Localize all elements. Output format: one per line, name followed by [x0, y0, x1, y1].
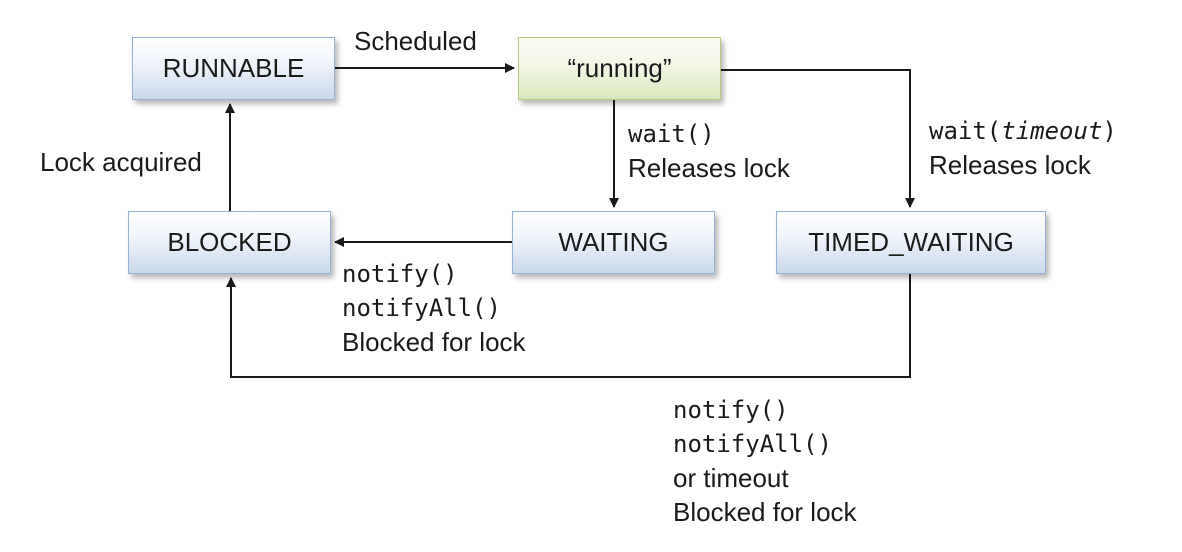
- state-timed-waiting-label: TIMED_WAITING: [808, 227, 1014, 257]
- wait-timeout-prefix: wait(: [929, 117, 1002, 145]
- transition-label-timed-waiting-to-blocked: notify() notifyAll() or timeout Blocked …: [673, 393, 857, 529]
- arrow-running-to-timed-waiting: [721, 69, 915, 208]
- transition-label-wait-timeout: wait(timeout) Releases lock: [929, 114, 1117, 182]
- wait-timeout-arg: timeout: [1001, 117, 1103, 145]
- wait-call-text: wait(): [628, 120, 715, 148]
- state-runnable-label: RUNNABLE: [162, 53, 305, 83]
- transition-label-lock-acquired: Lock acquired: [40, 145, 202, 179]
- state-runnable: RUNNABLE: [132, 37, 335, 100]
- transition-label-scheduled: Scheduled: [354, 24, 477, 58]
- arrow-timed-waiting-to-blocked: [226, 274, 911, 378]
- state-timed-waiting: TIMED_WAITING: [776, 211, 1046, 274]
- blocked-for-lock-text: Blocked for lock: [342, 327, 526, 357]
- transition-label-waiting-to-blocked: notify() notifyAll() Blocked for lock: [342, 257, 526, 359]
- transition-label-wait: wait() Releases lock: [628, 117, 790, 185]
- lock-acquired-text: Lock acquired: [40, 147, 202, 177]
- scheduled-text: Scheduled: [354, 26, 477, 56]
- blocked-for-lock-text: Blocked for lock: [673, 497, 857, 527]
- or-timeout-text: or timeout: [673, 463, 789, 493]
- state-running: “running”: [518, 37, 721, 100]
- state-running-label: “running”: [567, 53, 672, 83]
- state-waiting: WAITING: [512, 211, 715, 274]
- wait-timeout-suffix: ): [1102, 117, 1117, 145]
- state-blocked-label: BLOCKED: [167, 227, 292, 257]
- notify-all-text: notifyAll(): [342, 294, 501, 322]
- state-waiting-label: WAITING: [558, 227, 669, 257]
- notify-text: notify(): [342, 260, 458, 288]
- wait-timeout-note-text: Releases lock: [929, 150, 1091, 180]
- wait-note-text: Releases lock: [628, 153, 790, 183]
- notify-text: notify(): [673, 396, 789, 424]
- notify-all-text: notifyAll(): [673, 430, 832, 458]
- wait-timeout-call: wait(timeout): [929, 114, 1117, 148]
- state-blocked: BLOCKED: [128, 211, 331, 274]
